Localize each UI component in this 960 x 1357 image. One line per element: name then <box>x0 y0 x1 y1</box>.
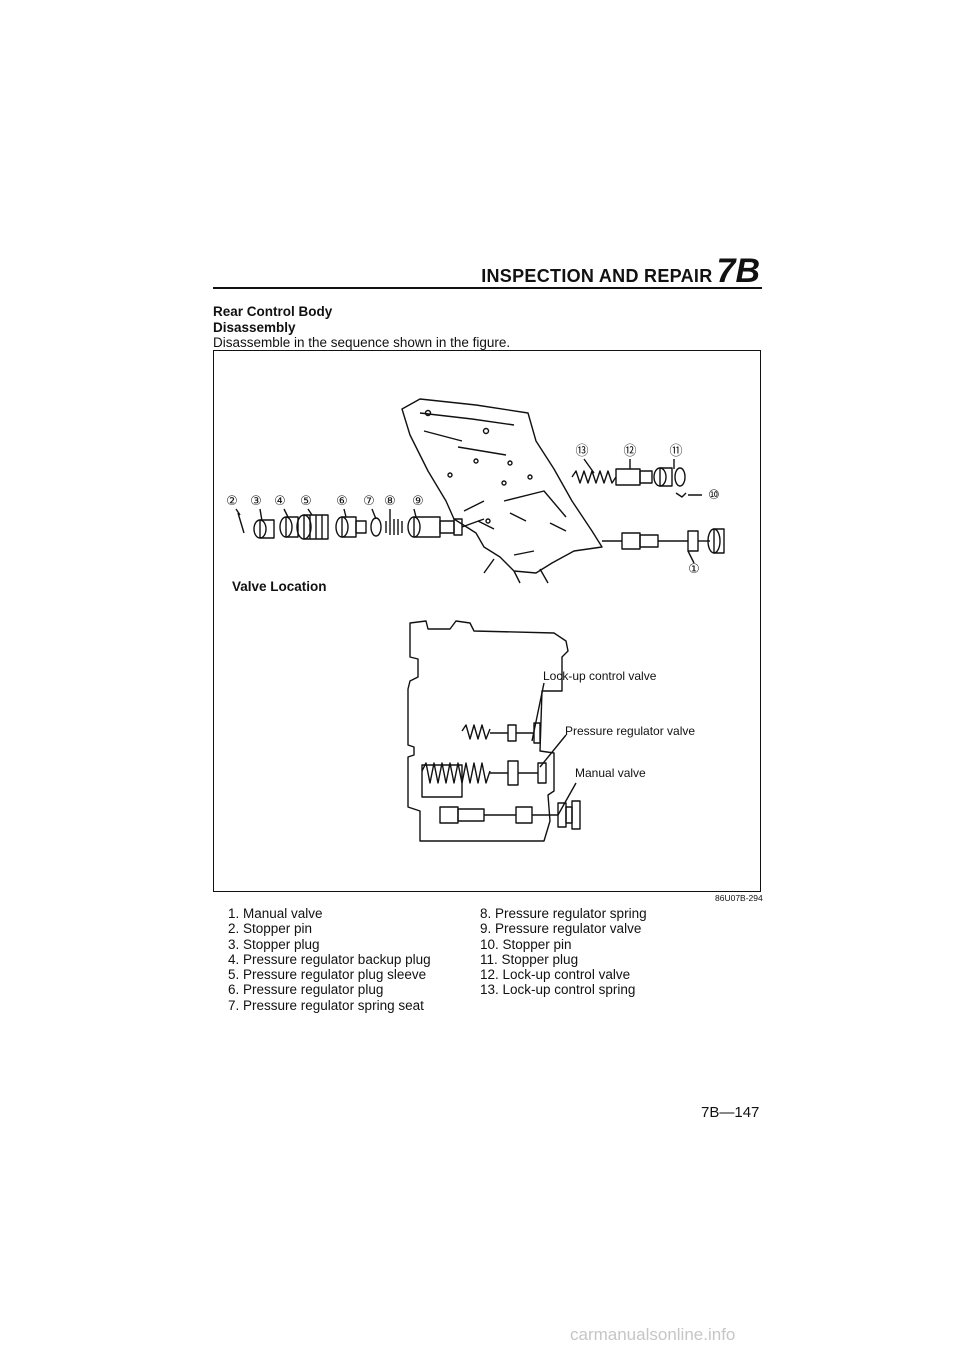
list-item: 5. Pressure regulator plug sleeve <box>228 967 427 983</box>
callout-2: ② <box>226 494 238 509</box>
header-rule <box>213 287 762 289</box>
section-subtitle: Disassembly <box>213 320 296 335</box>
left-valve-train <box>237 500 485 540</box>
list-item: 2. Stopper pin <box>228 921 313 937</box>
parts-list-right: 8. Pressure regulator spring 9. Pressure… <box>480 906 647 998</box>
figure-frame: ② ③ ④ ⑤ ⑥ ⑦ ⑧ ⑨ ⑩ ⑪ ⑫ ⑬ ① <box>213 350 761 892</box>
list-item: 8. Pressure regulator spring <box>480 906 647 921</box>
callouts: ② ③ ④ ⑤ ⑥ ⑦ ⑧ ⑨ ⑩ ⑪ ⑫ ⑬ ① <box>226 444 720 577</box>
control-body-plate <box>401 398 603 574</box>
section-title: Rear Control Body <box>213 304 333 319</box>
valve-location-body <box>407 620 581 842</box>
callout-11: ⑪ <box>669 444 682 459</box>
callout-4: ④ <box>274 494 286 509</box>
list-item: 7. Pressure regulator spring seat <box>228 997 424 1013</box>
figure-code: 86U07B-294 <box>715 893 763 903</box>
callout-6: ⑥ <box>336 494 348 509</box>
list-item: 1. Manual valve <box>228 906 323 921</box>
manual-valve-part <box>602 528 725 564</box>
list-item: 13. Lock-up control spring <box>480 982 636 998</box>
callout-7: ⑦ <box>363 494 375 509</box>
list-item: 6. Pressure regulator plug <box>228 982 384 998</box>
page-number: 7B—147 <box>701 1104 760 1121</box>
watermark: carmanualsonline.info <box>570 1325 736 1344</box>
list-item: 10. Stopper pin <box>480 936 572 952</box>
header-title: INSPECTION AND REPAIR <box>481 266 713 286</box>
callout-1: ① <box>688 562 700 577</box>
callout-5: ⑤ <box>300 494 312 509</box>
valve-diagram: ② ③ ④ ⑤ ⑥ ⑦ ⑧ ⑨ ⑩ ⑪ ⑫ ⑬ ① <box>226 398 725 842</box>
callout-13: ⑬ <box>575 444 588 459</box>
list-item: 12. Lock-up control valve <box>480 967 631 983</box>
manual-valve-label: Manual valve <box>575 766 646 780</box>
lockup-train <box>571 467 702 498</box>
list-item: 3. Stopper plug <box>228 936 320 952</box>
header-code: 7B <box>716 252 760 290</box>
callout-3: ③ <box>250 494 262 509</box>
callout-9: ⑨ <box>412 494 424 509</box>
valve-location-label: Valve Location <box>232 579 327 594</box>
list-item: 4. Pressure regulator backup plug <box>228 951 431 967</box>
instruction-text: Disassemble in the sequence shown in the… <box>213 335 511 350</box>
list-item: 9. Pressure regulator valve <box>480 921 642 937</box>
lockup-valve-label: Lock-up control valve <box>543 669 657 683</box>
pressure-regulator-label: Pressure regulator valve <box>565 724 696 738</box>
list-item: 11. Stopper plug <box>480 951 579 967</box>
parts-list-left: 1. Manual valve 2. Stopper pin 3. Stoppe… <box>228 906 431 1013</box>
callout-8: ⑧ <box>384 494 396 509</box>
callout-12: ⑫ <box>623 444 636 459</box>
callout-10: ⑩ <box>708 488 720 503</box>
